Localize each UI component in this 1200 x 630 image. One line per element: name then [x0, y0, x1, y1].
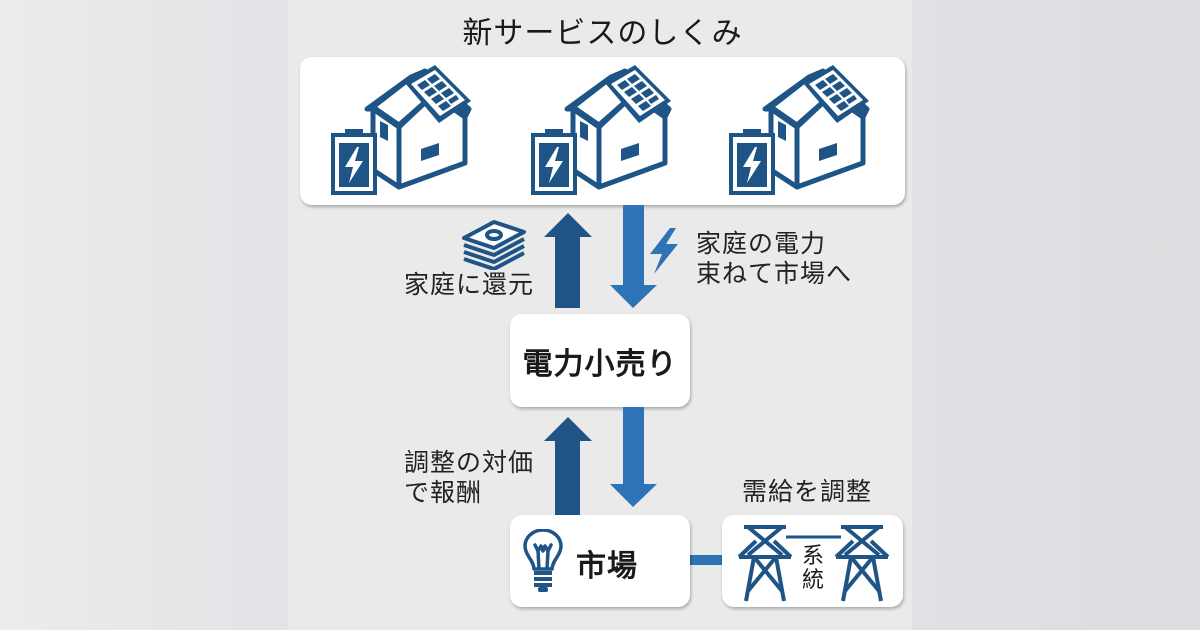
bundle-power-line1: 家庭の電力 [696, 229, 827, 258]
house-with-solar-panel-and-battery-icon [325, 65, 475, 197]
house-with-solar-panel-and-battery-icon [723, 65, 873, 197]
grid-box: 系 統 [722, 515, 903, 607]
grid-label-line1: 系 [801, 544, 824, 569]
power-tower-icon [737, 525, 890, 602]
arrow-down-market [610, 407, 657, 507]
lightning-icon [650, 228, 678, 274]
lightbulb-icon [523, 529, 563, 592]
retail-label: 電力小売り [522, 346, 678, 382]
house-with-solar-panel-and-battery-icon [525, 65, 675, 197]
market-box: 市場 [510, 515, 690, 607]
arrow-up-reward [544, 417, 592, 515]
supply-demand-label: 需給を調整 [742, 477, 873, 506]
grid-label-line2: 統 [801, 568, 824, 593]
bundle-power-line2: 束ねて市場へ [696, 259, 853, 288]
diagram-title: 新サービスのしくみ [462, 16, 743, 51]
arrow-down-power [610, 205, 657, 308]
grid-label: 系 統 [800, 545, 826, 593]
arrows-lower [544, 407, 657, 515]
market-grid-connector [690, 555, 722, 565]
reward-line1: 調整の対価 [404, 448, 535, 477]
arrow-up-return [544, 213, 592, 308]
money-stack-icon [462, 220, 526, 270]
return-to-home-label: 家庭に還元 [404, 270, 535, 299]
market-label: 市場 [576, 549, 638, 584]
retail-box: 電力小売り [510, 314, 690, 407]
households-box [300, 57, 905, 205]
reward-line2: で報酬 [404, 478, 483, 507]
arrows-upper [544, 205, 657, 308]
